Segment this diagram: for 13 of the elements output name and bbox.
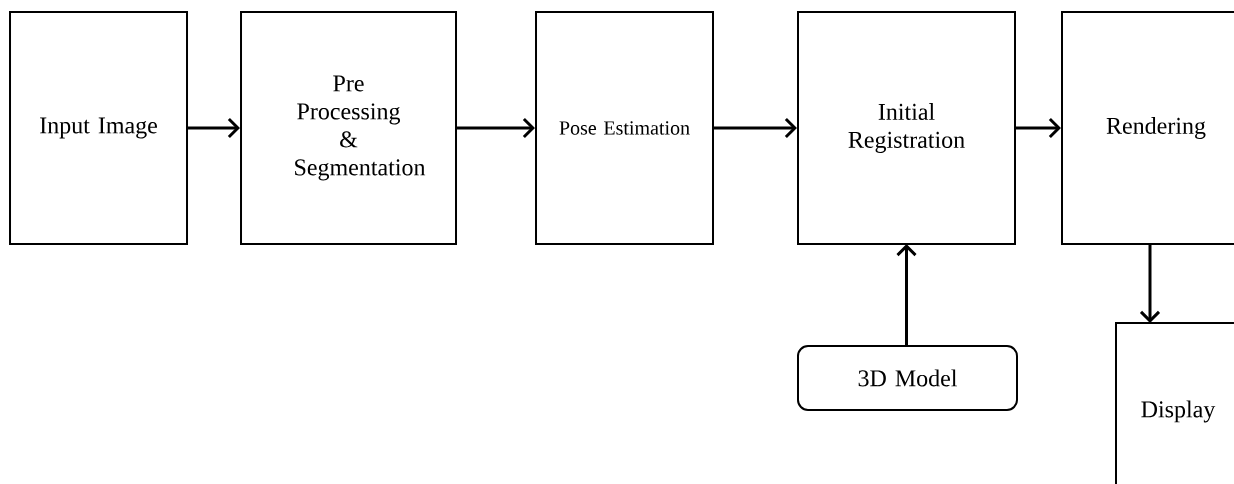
process-box: Pre Processing & Segmentation xyxy=(240,11,457,245)
arrow xyxy=(1139,244,1161,323)
arrow xyxy=(896,244,917,346)
process-box: Pose Estimation xyxy=(535,11,714,245)
process-box: Display xyxy=(1115,322,1234,484)
arrow xyxy=(1016,117,1061,139)
arrow xyxy=(714,117,797,139)
process-box: Input Image xyxy=(9,11,188,245)
process-box: Rendering xyxy=(1061,11,1234,245)
model-box: 3D Model xyxy=(797,345,1018,411)
arrow xyxy=(188,117,240,139)
process-box: Initial Registration xyxy=(797,11,1016,245)
arrow xyxy=(457,117,535,139)
